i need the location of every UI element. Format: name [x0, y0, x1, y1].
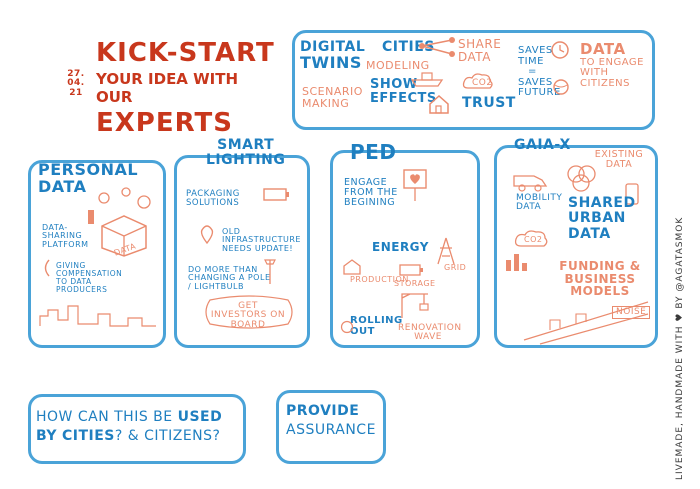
digital-label: DIGITAL: [300, 39, 366, 55]
noise-label: NOISE: [612, 306, 651, 320]
question-text: HOW CAN THIS BE USED BY CITIES? & CITIZE…: [36, 408, 242, 446]
gaia-x-panel: [494, 145, 658, 348]
city-skyline-icon: [39, 305, 156, 327]
with-citizens-label: WITH CITIZENS: [580, 67, 630, 89]
assurance-text: PROVIDE ASSURANCE: [286, 404, 378, 437]
gaia-cloud-icon: [514, 230, 548, 247]
do-more-label: DO MORE THAN CHANGING A POLE / LIGHTBULB: [188, 265, 271, 291]
personal-data-panel: [28, 160, 166, 348]
share-label: SHARE: [458, 37, 502, 51]
page-title: KICK-START YOUR IDEA WITH OUR EXPERTS: [96, 38, 276, 138]
gaia-co2-label: CO2: [524, 235, 543, 244]
van-icon: [513, 175, 548, 192]
modeling-label: MODELING: [366, 59, 430, 72]
saves-time-label: SAVES TIME: [518, 45, 553, 67]
euro-coin-icon: [340, 320, 354, 334]
production-label: PRODUCTION: [350, 275, 409, 284]
ped-panel: [330, 150, 480, 348]
date-month: 04.: [67, 78, 85, 89]
smart-lighting-panel: [174, 155, 310, 348]
vote-heart-icon: [403, 169, 427, 201]
house-energy-icon: [343, 259, 361, 275]
lighting-label: LIGHTING: [206, 151, 286, 168]
question-part-1: HOW CAN THIS BE: [36, 409, 173, 425]
smart-label: SMART: [217, 137, 275, 153]
bar-chart-icon: [506, 254, 527, 271]
digital-twins: DIGITAL TWINS: [300, 40, 365, 71]
saves-future-label: SAVES FUTURE: [518, 76, 561, 98]
investors-bubble-icon: [205, 295, 293, 329]
power-pylon-icon: [437, 237, 455, 265]
equals-label: =: [528, 66, 537, 77]
scenario-making: SCENARIO MAKING: [302, 86, 363, 109]
show-label: SHOW: [370, 77, 418, 92]
location-pin-icon: [200, 225, 214, 245]
packaging-label: PACKAGING SOLUTIONS: [186, 189, 240, 208]
question-by: BY: [36, 427, 58, 444]
show-effects: SHOW EFFECTS: [370, 78, 437, 105]
assurance-box: [276, 390, 386, 464]
top-co2-label: CO2: [472, 78, 493, 88]
smart-lighting-title: SMART LIGHTING: [206, 138, 285, 167]
street-lamp-icon: [264, 259, 276, 284]
battery-icon: [263, 188, 289, 201]
data-engage: DATA TO ENGAGE WITH CITIZENS: [580, 40, 644, 89]
ship-icon: [410, 72, 444, 87]
question-part-2: ? & CITIZENS?: [114, 427, 221, 444]
date-day: 27.: [67, 69, 85, 79]
saves-block: SAVES TIME = SAVES FUTURE: [518, 45, 561, 99]
gaia-x-title: GAIA-X: [514, 137, 571, 153]
battery-storage-icon: [399, 264, 423, 276]
mobility-label: MOBILITY DATA: [516, 193, 563, 213]
arrow-icon: [44, 259, 50, 277]
data-platform-box-icon: [88, 187, 151, 257]
funding-label: FUNDING & BUSINESS MODELS: [559, 259, 641, 299]
renovation-label: RENOVATION WAVE: [398, 323, 462, 343]
energy-label: ENERGY: [372, 240, 429, 254]
scenario-label: SCENARIO: [302, 85, 363, 98]
cloud-icon: [462, 73, 493, 89]
title-line-3: EXPERTS: [96, 108, 233, 138]
effects-label: EFFECTS: [370, 90, 437, 106]
rolling-out-label: ROLLING OUT: [350, 315, 403, 337]
trust-label: TRUST: [462, 95, 516, 111]
existing-data-label: EXISTING DATA: [594, 149, 644, 170]
phone-icon: [625, 183, 639, 205]
globe-icon: [553, 79, 569, 95]
twins-label: TWINS: [300, 52, 362, 72]
personal-data-title: PERSONAL DATA: [38, 160, 139, 196]
share-data: SHARE DATA: [458, 38, 501, 63]
making-label: MAKING: [302, 96, 350, 110]
engage-label: ENGAGE FROM THE BEGINING: [344, 177, 398, 208]
artist-credit: LIVEMADE, HANDMADE WITH ♥ BY @AGATASMOK: [675, 216, 685, 480]
title-line-1: KICK-START: [96, 38, 275, 68]
personal-label: PERSONAL: [38, 160, 139, 179]
question-cities: CITIES: [62, 427, 115, 444]
date-stamp: 27. 04. 21: [64, 69, 88, 98]
grid-label: GRID: [444, 263, 467, 272]
share-data-label: DATA: [458, 49, 491, 64]
share-network-icon: [419, 37, 455, 57]
infrastructure-label: OLD INFRASTRUCTURE NEEDS UPDATE!: [222, 227, 301, 253]
investors-label: GET INVESTORS ON BOARD: [210, 301, 286, 330]
compensation-label: GIVING COMPENSATION TO DATA PRODUCERS: [56, 261, 123, 294]
shared-urban-label: SHARED URBAN DATA: [568, 195, 636, 242]
question-box: [28, 394, 246, 464]
question-used: USED: [177, 409, 223, 425]
data-label: DATA: [38, 176, 87, 196]
to-engage-label: TO ENGAGE: [580, 56, 644, 68]
top-panel: [292, 30, 655, 130]
title-line-2: YOUR IDEA WITH OUR: [96, 70, 239, 106]
venn-diagram-icon: [567, 165, 596, 192]
crane-icon: [401, 293, 429, 318]
storage-label: STORAGE: [394, 279, 436, 288]
ped-title: PED: [350, 140, 397, 164]
assurance-label: ASSURANCE: [286, 421, 376, 438]
provide-label: PROVIDE: [286, 403, 360, 419]
clock-icon: [551, 41, 569, 59]
data-engage-title: DATA: [580, 40, 626, 58]
house-icon: [429, 94, 449, 114]
platform-label: DATA-SHARING PLATFORM: [42, 223, 89, 249]
date-year: 21: [69, 87, 83, 98]
